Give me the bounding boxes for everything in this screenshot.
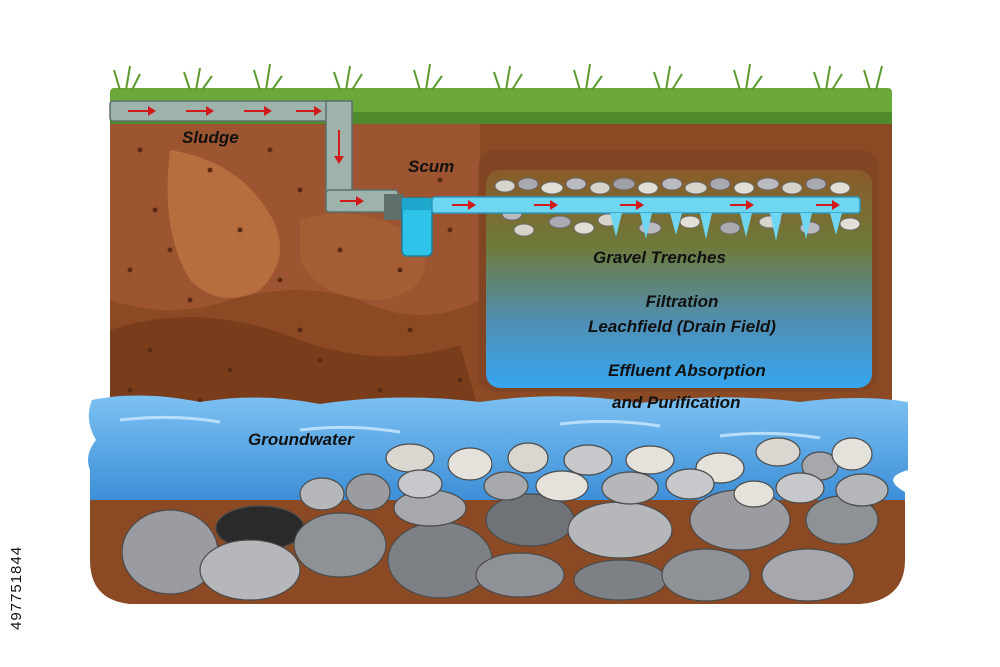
groundwater-label: Groundwater bbox=[248, 430, 354, 449]
distribution-pipe bbox=[431, 196, 861, 241]
flow-arrow-icon bbox=[816, 200, 840, 210]
flow-arrow-icon bbox=[730, 200, 754, 210]
flow-arrow-icon bbox=[340, 196, 364, 206]
flow-arrow-icon bbox=[296, 106, 322, 116]
flow-arrow-icon bbox=[452, 200, 476, 210]
gravel-trenches-label: Gravel Trenches bbox=[593, 248, 726, 267]
rocks bbox=[121, 437, 889, 602]
flow-arrow-icon bbox=[620, 200, 644, 210]
flow-arrow-icon bbox=[128, 106, 156, 116]
absorption-label-line1: Effluent Absorption bbox=[608, 361, 766, 380]
filtration-label: Filtration bbox=[645, 292, 719, 311]
absorption-label-line2: and Purification bbox=[612, 393, 741, 412]
leachfield-label: Leachfield (Drain Field) bbox=[588, 317, 776, 336]
flow-arrow-icon bbox=[534, 200, 558, 210]
flow-arrow-icon bbox=[186, 106, 214, 116]
tank-outlet bbox=[384, 194, 433, 257]
flow-arrows bbox=[128, 106, 840, 210]
gravel-trench bbox=[494, 177, 861, 237]
flow-arrow-icon bbox=[334, 130, 344, 164]
stock-id-text: 497751844 bbox=[8, 545, 25, 630]
scum-label: Scum bbox=[408, 157, 455, 176]
sludge-label: Sludge bbox=[182, 128, 239, 147]
flow-arrow-icon bbox=[244, 106, 272, 116]
